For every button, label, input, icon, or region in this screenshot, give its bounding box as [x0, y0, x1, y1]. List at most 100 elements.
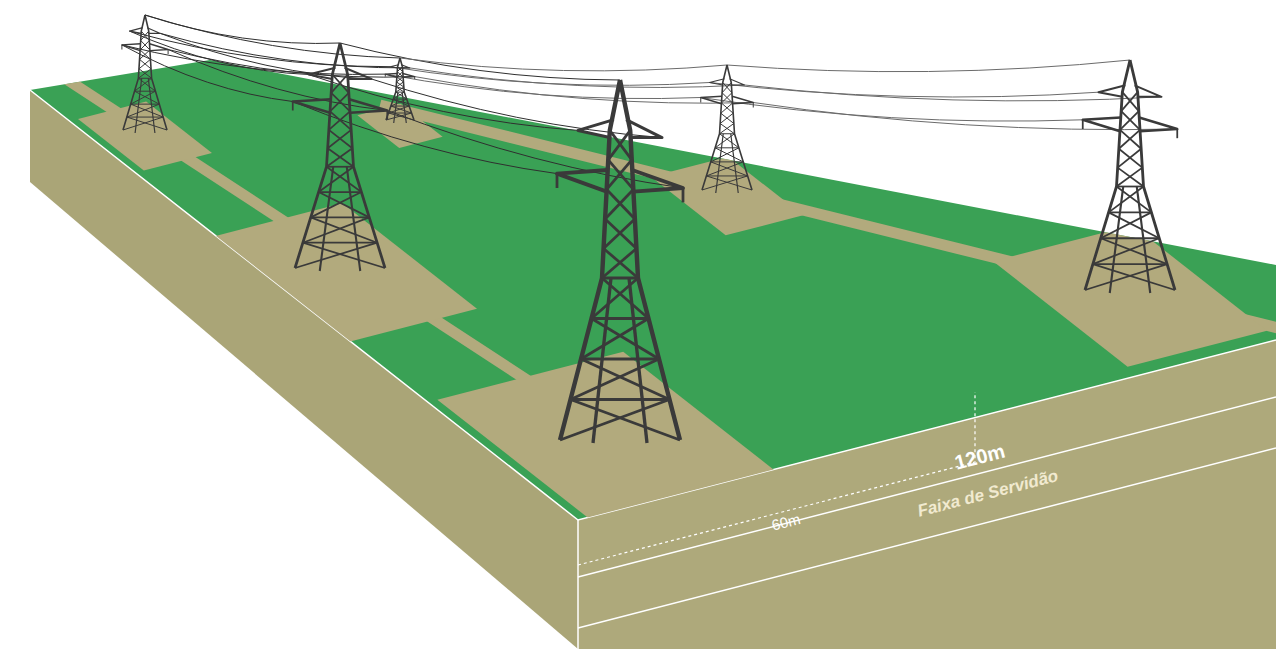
tower-member — [557, 170, 608, 192]
power-wire — [145, 15, 340, 43]
tower-member — [1119, 149, 1142, 168]
tower-member — [293, 99, 331, 113]
tower-member — [390, 65, 398, 68]
tower-member — [721, 93, 731, 103]
tower-member — [396, 87, 404, 92]
tower-member — [1093, 263, 1167, 265]
tower-member — [127, 117, 167, 130]
tower-member — [127, 117, 163, 118]
tower-member — [140, 41, 149, 50]
tower-member — [135, 91, 156, 92]
tower-member — [1093, 238, 1159, 264]
tower-member — [706, 162, 743, 176]
tower-member — [560, 400, 670, 441]
tower-member — [401, 65, 409, 68]
tower-member — [332, 75, 348, 93]
tower-member — [168, 50, 169, 55]
tower-member — [386, 111, 388, 120]
tower-member — [604, 248, 638, 278]
tower-member — [1176, 129, 1178, 138]
tower-member — [140, 59, 151, 68]
tower-member — [607, 189, 635, 219]
tower-member — [138, 69, 151, 78]
tower-member — [702, 176, 748, 190]
tower-member — [319, 191, 362, 193]
tower-member — [319, 192, 370, 217]
tower-member — [721, 103, 733, 113]
tower-member — [571, 400, 681, 441]
power-wires — [122, 15, 1177, 188]
power-wire — [390, 67, 709, 86]
tower-member — [147, 28, 160, 34]
tower-member — [139, 59, 150, 68]
tower-member — [715, 134, 734, 148]
tower-member — [610, 130, 632, 160]
tower-member — [131, 91, 156, 104]
power-wire — [410, 68, 745, 88]
tower-member — [123, 117, 163, 130]
tower-pad — [437, 352, 802, 541]
tower-member — [720, 113, 733, 123]
tower-member — [701, 96, 722, 104]
tower-member — [706, 176, 752, 190]
tower-member — [139, 69, 152, 78]
tower-member — [327, 166, 354, 168]
tower-member — [391, 99, 407, 106]
tower-member — [1120, 130, 1141, 149]
tower-member — [571, 359, 660, 400]
tower-member — [388, 106, 409, 113]
tower-member — [722, 83, 731, 93]
tower-member — [711, 148, 739, 162]
tower-member — [1139, 118, 1177, 132]
tower-member — [396, 92, 407, 99]
tower-member — [138, 78, 155, 91]
tower-member — [626, 120, 662, 138]
tower-member — [397, 77, 404, 82]
tower-member — [720, 133, 735, 134]
tower-member — [711, 161, 744, 162]
block-edge — [577, 520, 579, 649]
tower-member — [319, 167, 354, 192]
tower-member — [303, 243, 385, 268]
tower-member — [397, 67, 402, 72]
tower-member — [396, 87, 404, 92]
tower-member — [414, 77, 415, 79]
tower-member — [581, 359, 670, 400]
tower-member — [149, 44, 168, 51]
tower-member — [715, 148, 743, 162]
tower-member — [721, 113, 734, 123]
tower-member — [730, 79, 745, 85]
power-wire — [122, 45, 293, 102]
power-wire — [387, 111, 683, 189]
tower-member — [385, 74, 397, 78]
tower-member — [700, 98, 701, 103]
lattice-tower — [122, 15, 168, 133]
tower-member — [1101, 238, 1167, 264]
power-wire — [130, 31, 391, 67]
tower-member — [135, 91, 160, 104]
tower-member — [403, 74, 415, 78]
tower-member — [396, 82, 403, 87]
tower-member — [141, 41, 150, 50]
tower-member — [592, 319, 660, 360]
tower-member — [398, 67, 403, 72]
power-wire — [753, 103, 1177, 130]
power-wire — [415, 77, 754, 104]
tower-member — [131, 104, 163, 117]
tower-member — [1082, 120, 1084, 129]
lattice-tower — [1083, 60, 1178, 293]
tower-pad — [203, 203, 477, 345]
tower-member — [721, 103, 733, 113]
tower-member — [715, 147, 739, 148]
tower-member — [303, 242, 377, 244]
lattice-tower — [701, 65, 754, 193]
tower-member — [592, 278, 639, 319]
tower-pads — [78, 101, 1267, 540]
tower-member — [122, 44, 141, 51]
tower-member — [386, 113, 412, 120]
tower-member — [393, 99, 406, 100]
tower-member — [592, 317, 649, 320]
tower-member — [140, 50, 150, 59]
